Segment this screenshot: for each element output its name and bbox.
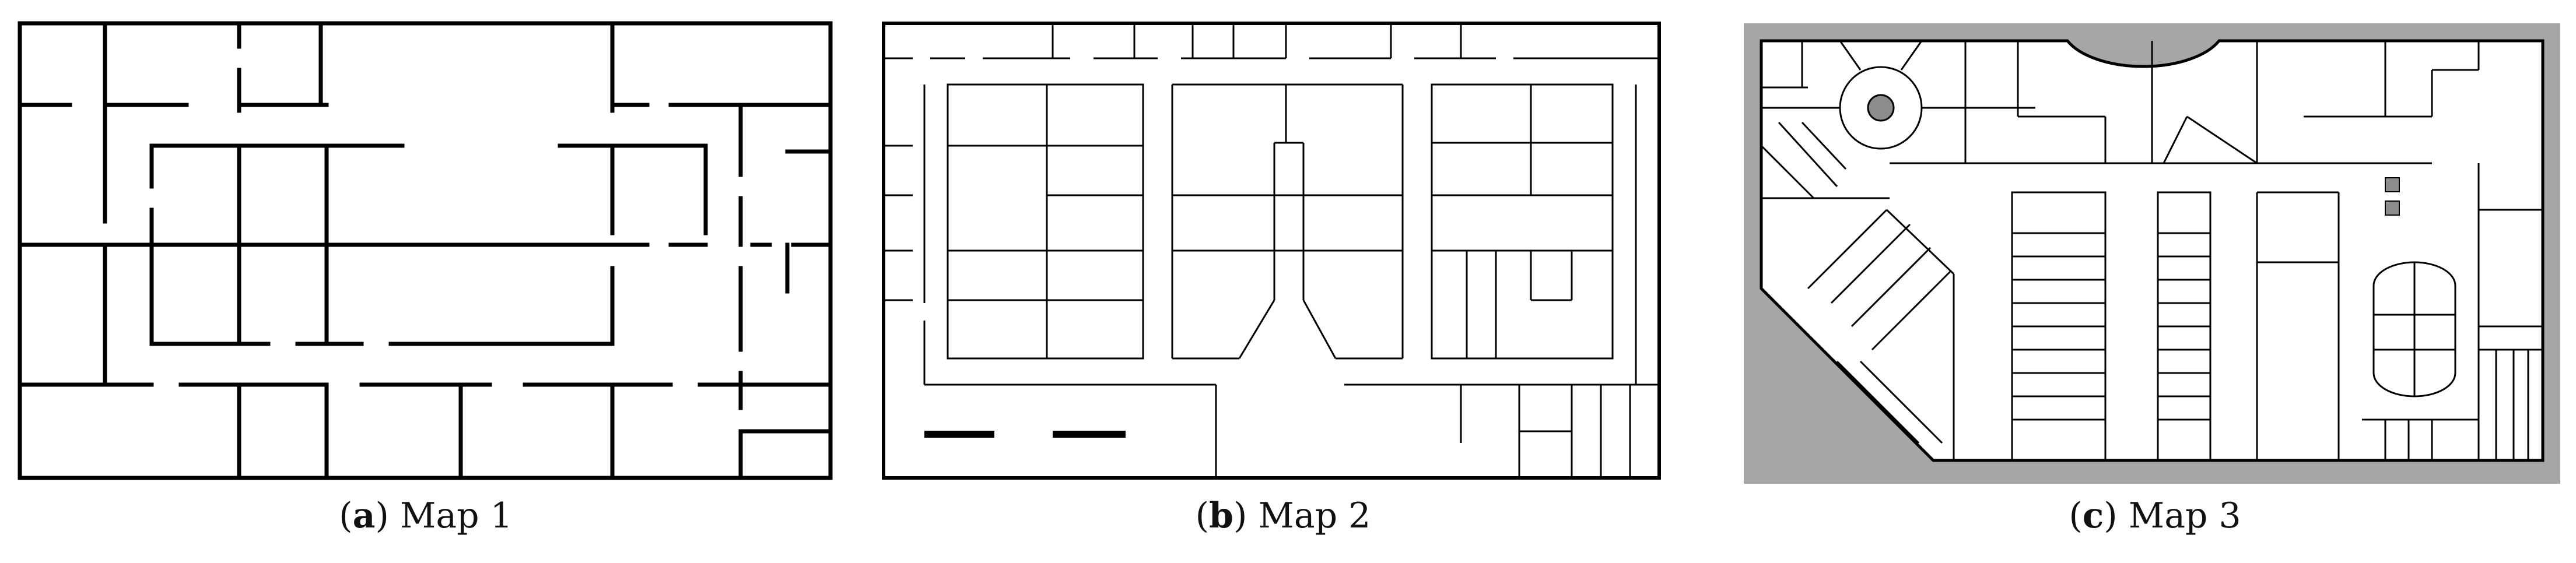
caption-map-2: (b) Map 2 — [1195, 495, 1371, 536]
map-3-pillar — [2385, 177, 2400, 192]
caption-title: Map 1 — [399, 495, 513, 536]
caption-map-1: (a) Map 1 — [339, 495, 513, 536]
caption-map-3: (c) Map 3 — [2069, 495, 2241, 536]
caption-letter: c — [2082, 495, 2104, 536]
map-1-outer-wall — [17, 21, 833, 480]
map-3-floor — [1760, 39, 2545, 462]
panel-map-2: (b) Map 2 — [878, 0, 1688, 563]
map-2-floorplan — [882, 22, 1661, 480]
caption-letter: b — [1209, 495, 1233, 536]
map-3-pillar — [1867, 94, 1895, 122]
map-3-pillar — [2385, 200, 2400, 216]
caption-title: Map 3 — [2128, 495, 2241, 536]
map-1-floorplan — [17, 21, 833, 480]
caption-letter: a — [352, 495, 376, 536]
map-3-floorplan — [1744, 23, 2560, 484]
panel-map-1: (a) Map 1 — [12, 0, 840, 563]
panel-map-3: (c) Map 3 — [1744, 0, 2566, 563]
caption-title: Map 2 — [1258, 495, 1371, 536]
